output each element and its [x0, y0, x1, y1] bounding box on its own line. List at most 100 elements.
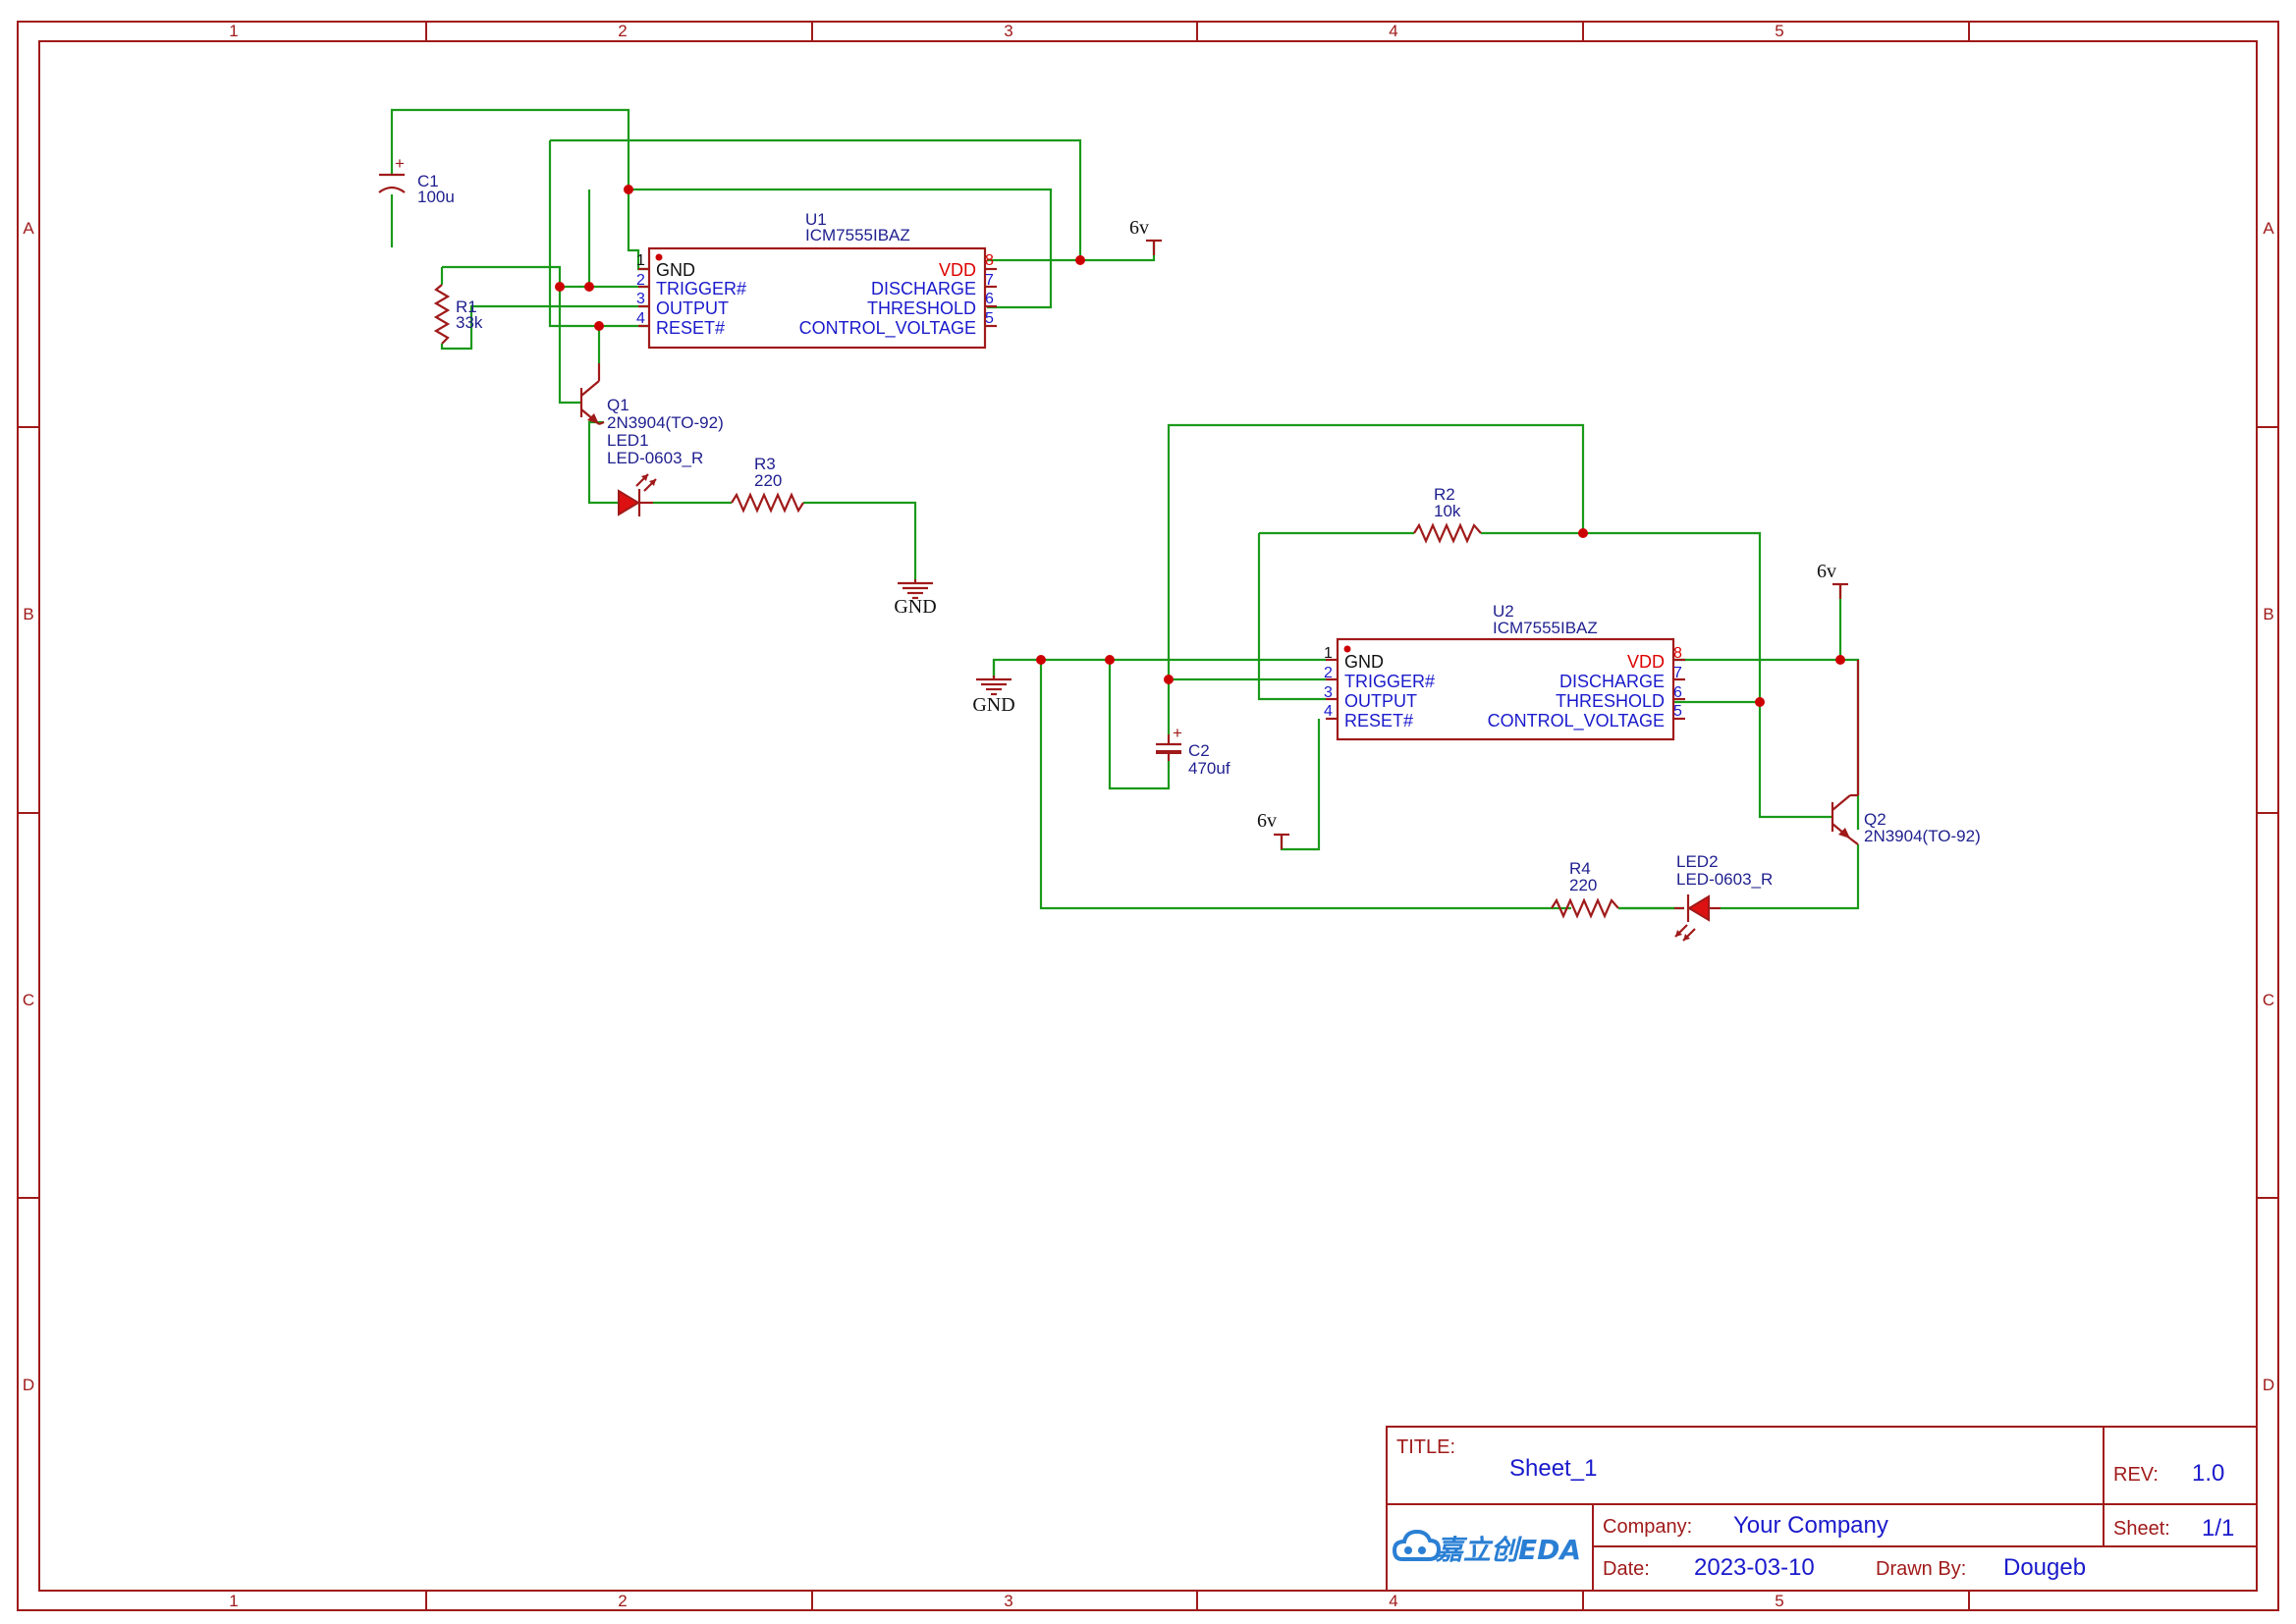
led2-ref: LED2: [1676, 852, 1719, 871]
row-label-c: C: [23, 991, 34, 1009]
tb-drawn-value: Dougeb: [2003, 1554, 2086, 1581]
u1-pin2-name: TRIGGER#: [656, 279, 746, 298]
zone-ticks: [18, 22, 2278, 1610]
u1-pin6-name: THRESHOLD: [867, 298, 976, 318]
led1-diode[interactable]: LED1 LED-0603_R: [607, 431, 703, 516]
outer-frame: [17, 21, 2279, 1611]
r2-ref: R2: [1434, 485, 1455, 504]
cloud-icon: [1392, 1529, 1442, 1561]
col-label-3-bottom: 3: [1004, 1592, 1012, 1610]
q2-ref: Q2: [1864, 810, 1886, 829]
circuit2-wires: [992, 423, 1860, 910]
vcc1-label: 6v: [1129, 217, 1149, 239]
tb-rev-value: 1.0: [2192, 1460, 2224, 1487]
q1-transistor[interactable]: Q1 2N3904(TO-92): [579, 363, 724, 432]
led1-ref: LED1: [607, 431, 649, 450]
u2-pin2-name: TRIGGER#: [1344, 672, 1435, 691]
r3-value: 220: [754, 471, 782, 490]
u2-pin4-num: 4: [1324, 703, 1333, 720]
row-label-d: D: [23, 1376, 34, 1394]
tb-date-label: Date:: [1603, 1558, 1650, 1580]
r3-resistor[interactable]: R3 220: [731, 455, 804, 514]
u2-value: ICM7555IBAZ: [1493, 619, 1598, 637]
q1-ref: Q1: [607, 396, 629, 414]
tb-drawn-label: Drawn By:: [1876, 1558, 1966, 1580]
tb-title-value: Sheet_1: [1509, 1455, 1597, 1482]
u2-pin3-num: 3: [1324, 684, 1333, 701]
u2-ref: U2: [1493, 602, 1514, 621]
u2-pin7-name: DISCHARGE: [1559, 672, 1665, 691]
title-block: [1386, 1426, 2258, 1592]
q2-transistor[interactable]: Q2 2N3904(TO-92): [1831, 660, 1981, 845]
led2-value: LED-0603_R: [1676, 870, 1773, 889]
c2-ref: C2: [1188, 741, 1210, 760]
q1-value: 2N3904(TO-92): [607, 413, 724, 432]
tb-company-value: Your Company: [1733, 1512, 1888, 1539]
u1-pin5-name: CONTROL_VOLTAGE: [799, 318, 976, 339]
tb-sheet-value: 1/1: [2202, 1515, 2234, 1542]
u1-pin4-name: RESET#: [656, 318, 725, 338]
u1-pin7-num: 7: [985, 272, 994, 289]
col-label-4: 4: [1389, 22, 1397, 40]
u2-pin7-num: 7: [1673, 665, 1682, 681]
tb-title-label: TITLE:: [1396, 1436, 1455, 1458]
u2-pin4-name: RESET#: [1344, 711, 1413, 731]
col-label-2: 2: [618, 22, 627, 40]
circuit2-junctions: [1036, 528, 1845, 707]
r2-value: 10k: [1434, 502, 1461, 520]
col-label-1: 1: [229, 22, 238, 40]
row-label-d-right: D: [2263, 1376, 2274, 1394]
q2-value: 2N3904(TO-92): [1864, 827, 1981, 845]
u1-ic[interactable]: U1 ICM7555IBAZ 1 2 3 4 GND TRIGGER# OUTP…: [636, 210, 997, 350]
u1-pin7-name: DISCHARGE: [871, 279, 976, 298]
u2-pin5-name: CONTROL_VOLTAGE: [1488, 711, 1665, 731]
u2-pin3-name: OUTPUT: [1344, 691, 1417, 711]
vcc2-label: 6v: [1817, 561, 1836, 582]
r1-ref: R1: [456, 298, 477, 316]
circuit1-junctions: [555, 185, 1085, 331]
r4-resistor[interactable]: R4 220: [1551, 859, 1674, 919]
u1-pin3-name: OUTPUT: [656, 298, 729, 318]
r1-resistor[interactable]: R1 33k: [433, 284, 483, 345]
u1-pin1-name: GND: [656, 260, 695, 280]
u2-pin2-num: 2: [1324, 665, 1333, 681]
gnd1-label: GND: [894, 596, 936, 618]
tb-rev-label: REV:: [2113, 1464, 2159, 1486]
u1-pin5-num: 5: [985, 310, 994, 327]
vcc1-symbol: 6v: [1129, 217, 1162, 255]
tb-sheet-label: Sheet:: [2113, 1518, 2170, 1540]
c1-capacitor[interactable]: + C1 100u: [378, 154, 455, 206]
row-label-a-right: A: [2263, 219, 2274, 238]
tb-date-value: 2023-03-10: [1694, 1554, 1815, 1581]
c1-value: 100u: [417, 188, 455, 206]
u2-pin8-name: VDD: [1627, 652, 1665, 672]
col-label-3: 3: [1004, 22, 1012, 40]
u1-pin1-num: 1: [636, 252, 645, 269]
gnd2-label: GND: [972, 694, 1014, 716]
row-label-c-right: C: [2263, 991, 2274, 1009]
col-label-2-bottom: 2: [618, 1592, 627, 1610]
u1-pin3-num: 3: [636, 291, 645, 307]
led2-diode[interactable]: LED2 LED-0603_R: [1674, 852, 1773, 942]
vcc3-symbol: 6v: [1257, 810, 1289, 849]
u1-pin8-name: VDD: [939, 260, 976, 280]
u2-ic[interactable]: U2 ICM7555IBAZ 1 2 3 4 GND TRIGGER# OUTP…: [1324, 602, 1685, 741]
vcc3-label: 6v: [1257, 810, 1277, 832]
u1-pin2-num: 2: [636, 272, 645, 289]
gnd1-symbol: GND: [894, 579, 937, 618]
u2-pin6-num: 6: [1673, 684, 1682, 701]
c2-capacitor[interactable]: + C2 470uf: [1156, 724, 1230, 778]
col-label-5: 5: [1775, 22, 1783, 40]
logo-text: 嘉立创EDA: [1435, 1534, 1581, 1566]
tb-company-label: Company:: [1603, 1516, 1692, 1538]
circuit1-wires: [390, 108, 1156, 579]
row-label-b: B: [23, 605, 33, 623]
r2-resistor[interactable]: R2 10k: [1413, 485, 1482, 544]
r1-value: 33k: [456, 313, 483, 332]
inner-frame: [38, 40, 2258, 1592]
u1-pin8-num: 8: [985, 252, 994, 269]
c1-ref: C1: [417, 172, 439, 190]
u1-ref: U1: [805, 210, 827, 229]
u2-pin1-num: 1: [1324, 645, 1333, 662]
